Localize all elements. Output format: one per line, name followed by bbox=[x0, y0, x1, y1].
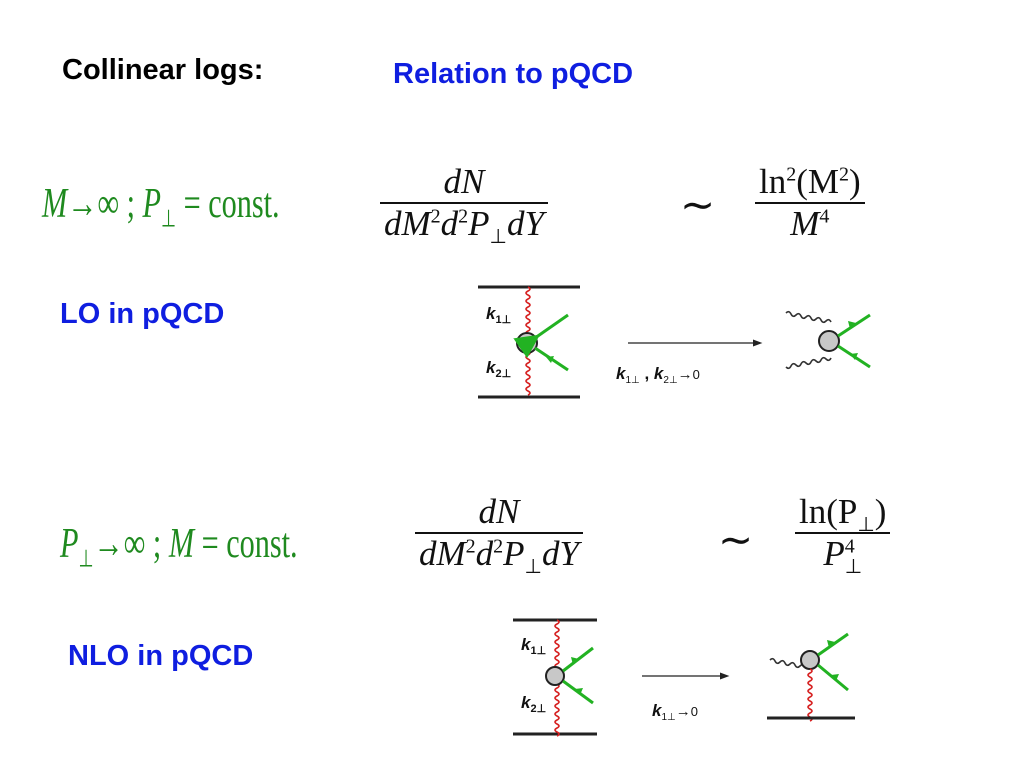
row1-rhs-fraction: ln2(M2) M4 bbox=[755, 162, 865, 244]
lo-limit-label: k1⊥ , k2⊥→0 bbox=[616, 364, 700, 386]
lo-feynman-diagram: k1⊥ k2⊥ k1⊥ , k2⊥→0 bbox=[478, 285, 871, 399]
nlo-k1-label: k1⊥ bbox=[521, 635, 546, 657]
nlo-limit-label: k1⊥→0 bbox=[652, 701, 698, 723]
nlo-vertex-blob bbox=[545, 666, 565, 686]
lo-in-pqcd-label: LO in pQCD bbox=[60, 298, 225, 330]
row1-sim-symbol: ∼ bbox=[680, 183, 716, 229]
nlo-in-pqcd-label: NLO in pQCD bbox=[68, 640, 254, 672]
nlo-feynman-diagram: k1⊥ k2⊥ k1⊥→0 bbox=[513, 618, 855, 737]
lo-right-blob bbox=[818, 330, 840, 352]
row2-rhs-fraction: ln(P⊥) P4⊥ bbox=[795, 492, 891, 577]
row2-condition: P⊥→∞ ; M = const. bbox=[60, 521, 298, 573]
row2-lhs-fraction: dN dM2d2P⊥dY bbox=[415, 492, 583, 577]
lo-k1-label: k1⊥ bbox=[486, 304, 511, 326]
lo-right-out-top bbox=[837, 313, 871, 338]
row1-lhs-fraction: dN dM2d2P⊥dY bbox=[380, 162, 548, 247]
nlo-right-blob bbox=[800, 650, 820, 670]
nlo-right-out-bottom bbox=[817, 663, 849, 692]
collinear-logs-heading: Collinear logs: bbox=[62, 54, 264, 86]
lo-right-gluon-top bbox=[785, 310, 832, 324]
nlo-right-horizontal-gluon bbox=[769, 657, 806, 669]
nlo-k2-label: k2⊥ bbox=[521, 693, 546, 715]
nlo-right-vertical-gluon bbox=[807, 668, 813, 722]
lo-k2-label: k2⊥ bbox=[486, 358, 511, 380]
lo-outgoing-top bbox=[513, 313, 569, 359]
lo-right-gluon-bottom bbox=[785, 356, 832, 370]
relation-to-pqcd-heading: Relation to pQCD bbox=[393, 58, 634, 90]
row2-sim-symbol: ∼ bbox=[718, 518, 754, 564]
nlo-right-out-top bbox=[817, 632, 849, 657]
row1-condition: M→∞ ; P⊥ = const. bbox=[42, 181, 280, 233]
lo-vertex-blob bbox=[516, 332, 538, 354]
